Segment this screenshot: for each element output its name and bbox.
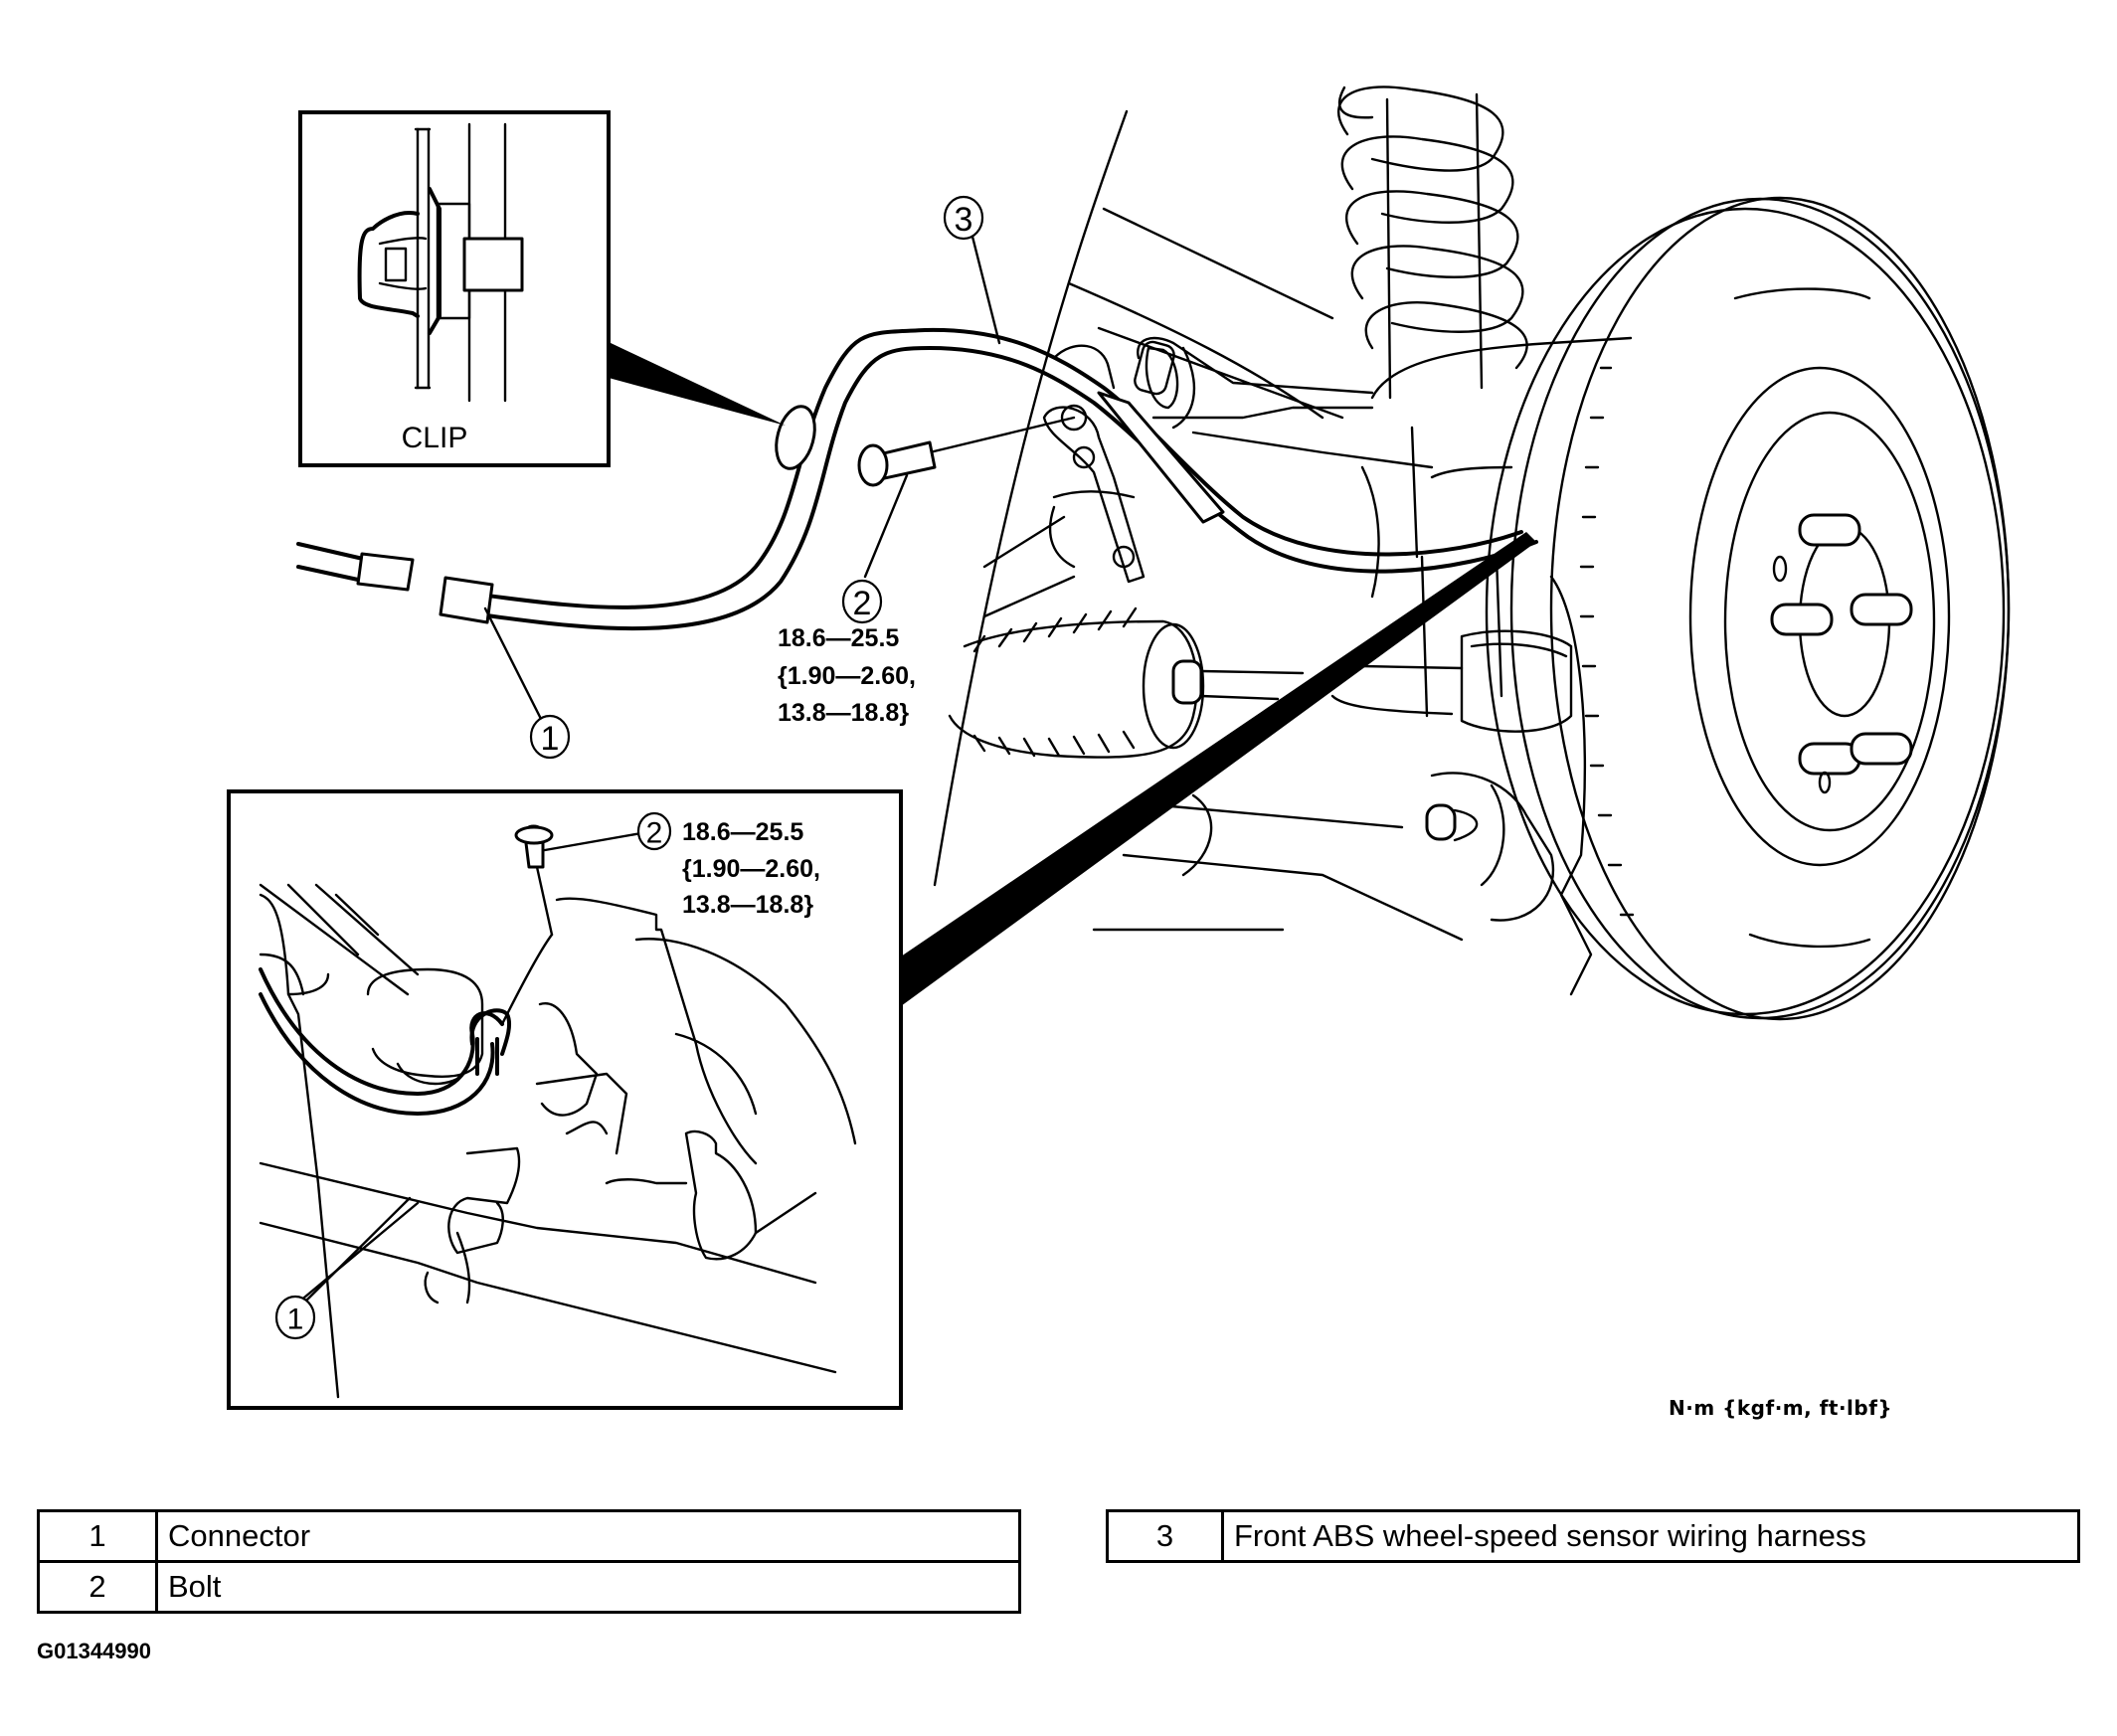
upper-arm-edge xyxy=(1191,431,1434,469)
bolt xyxy=(857,416,1076,487)
knuckle xyxy=(1549,575,1593,996)
harness-clip xyxy=(775,405,816,470)
legend-description: Bolt xyxy=(155,1560,1021,1614)
strut-lower xyxy=(1420,555,1503,718)
legend-description: Front ABS wheel-speed sensor wiring harn… xyxy=(1221,1509,2080,1563)
legend-number: 1 xyxy=(37,1509,158,1563)
stabilizer-link xyxy=(982,490,1136,618)
legend-table-left: 1 Connector 2 Bolt xyxy=(37,1509,1021,1614)
tie-rod-boot xyxy=(948,607,1305,759)
callout-2-number: 2 xyxy=(853,585,872,622)
callout-2-leader xyxy=(863,473,909,579)
legend-description: Connector xyxy=(155,1509,1021,1563)
coil-spring xyxy=(1336,86,1528,400)
detail-inset: 2 18.6—25.5 {1.90—2.60, 13.8—18.8} xyxy=(227,789,903,1410)
harness-bracket xyxy=(1042,340,1175,584)
upper-arm xyxy=(1137,336,1374,395)
brake-rotor xyxy=(1485,196,2011,1021)
inset-callout-1: 1 xyxy=(274,1295,316,1340)
legend-row: 3 Front ABS wheel-speed sensor wiring ha… xyxy=(1106,1509,2080,1563)
upper-arm-bushing xyxy=(1171,346,1196,430)
callout-3: 3 xyxy=(943,195,984,241)
body-line xyxy=(1067,281,1324,420)
suspension-assembly xyxy=(933,86,2011,1021)
wheel-stud xyxy=(1850,593,1913,626)
callout-1-number: 1 xyxy=(541,720,560,758)
torque-spec-ftlbf: 13.8—18.8} xyxy=(778,699,909,727)
torque-spec-inset: 18.6—25.5 {1.90—2.60, 13.8—18.8} xyxy=(682,818,820,919)
tie-rod-end xyxy=(1330,629,1573,733)
inset-callout-1-leader xyxy=(296,1196,412,1310)
wheel-stud xyxy=(1770,603,1834,636)
inset-torque-kgfm: {1.90—2.60, xyxy=(682,855,820,883)
legend-row: 1 Connector xyxy=(37,1509,1021,1563)
wheel-stud xyxy=(1850,732,1913,766)
upper-arm-lower-edge xyxy=(1151,406,1374,420)
inset-bolt xyxy=(514,824,643,937)
knuckle-edge xyxy=(1360,465,1380,599)
detail-inset-pointer xyxy=(901,532,1536,1006)
callout-2: 2 xyxy=(841,579,883,624)
clip-inset: CLIP xyxy=(298,110,611,467)
figure-id: G01344990 xyxy=(37,1639,151,1663)
strut-top xyxy=(1370,336,1633,400)
strut-body xyxy=(1410,426,1513,559)
torque-units-note: N·m {kgf·m, ft·lbf} xyxy=(1669,1396,1893,1420)
inset-callout-1-number: 1 xyxy=(287,1303,304,1336)
legend-number: 3 xyxy=(1106,1509,1224,1563)
body-line xyxy=(1097,326,1344,420)
harness-connector xyxy=(439,576,494,624)
lower-control-arm xyxy=(1092,772,1555,942)
inset-callout-2-number: 2 xyxy=(646,817,663,850)
legend-table-right: 3 Front ABS wheel-speed sensor wiring ha… xyxy=(1106,1509,2080,1563)
inset-torque-nm: 18.6—25.5 xyxy=(682,818,803,846)
body-line xyxy=(1102,207,1334,320)
wheel-stud xyxy=(1798,513,1861,547)
callout-3-leader xyxy=(970,235,1001,345)
legend-row: 2 Bolt xyxy=(37,1560,1021,1614)
torque-spec-main: 18.6—25.5 {1.90—2.60, 13.8—18.8} xyxy=(778,624,916,727)
legend-number: 2 xyxy=(37,1560,158,1614)
callout-3-number: 3 xyxy=(955,201,973,239)
clip-inset-pointer xyxy=(609,342,786,426)
vehicle-side-connector xyxy=(296,542,415,592)
harness-sleeve xyxy=(1097,391,1225,524)
torque-spec-nm: 18.6—25.5 xyxy=(778,624,899,652)
upper-arm-mount xyxy=(1145,346,1179,410)
inset-torque-ftlbf: 13.8—18.8} xyxy=(682,891,813,919)
abs-wiring-harness xyxy=(296,327,1538,631)
callout-1: 1 xyxy=(529,714,571,760)
inset-callout-2: 2 xyxy=(636,811,672,851)
torque-spec-kgfm: {1.90—2.60, xyxy=(778,662,916,690)
callout-1-leader xyxy=(483,607,544,723)
clip-inset-label: CLIP xyxy=(402,422,468,454)
fender-edge-line xyxy=(933,109,1129,887)
